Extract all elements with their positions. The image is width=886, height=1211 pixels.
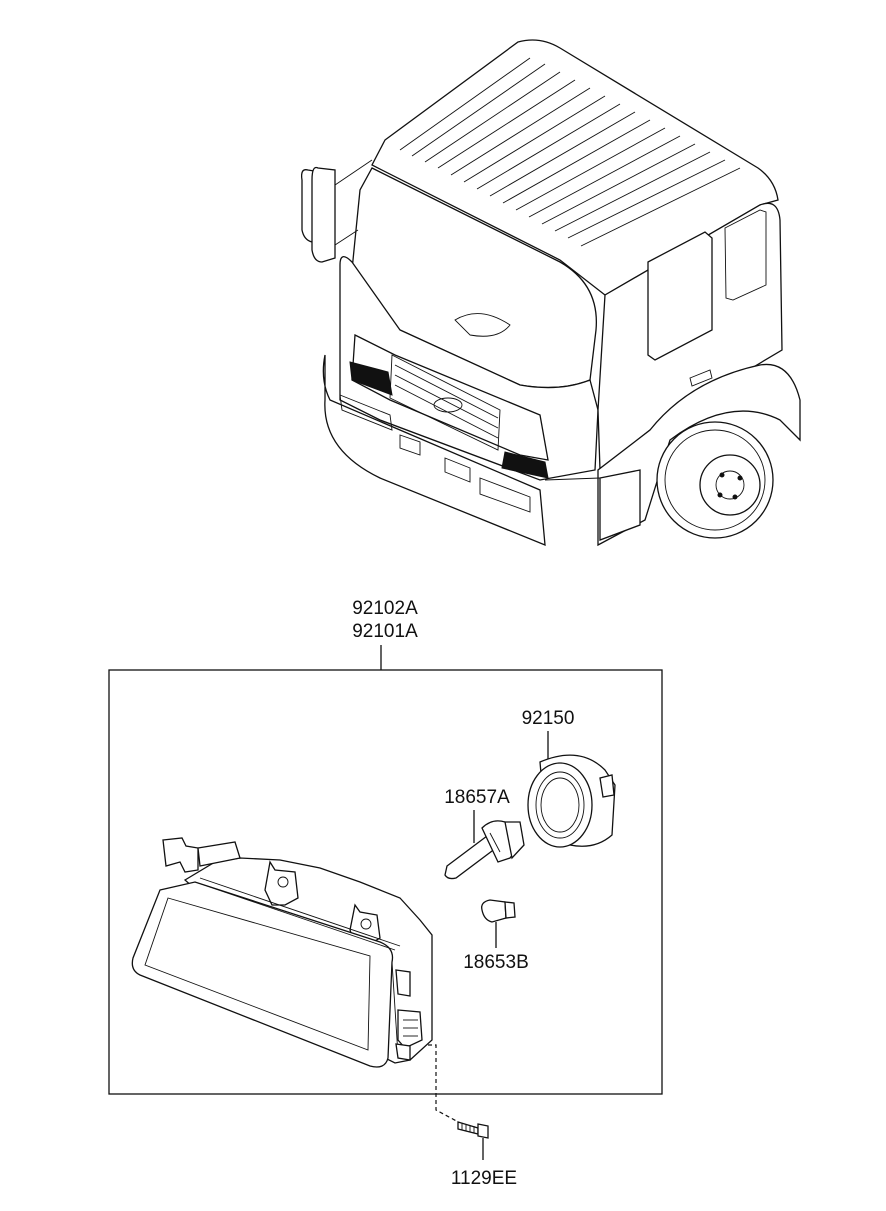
socket-label: 92150 xyxy=(522,708,575,729)
main-bulb-label: 18657A xyxy=(444,787,510,808)
truck-cab-illustration xyxy=(300,39,801,547)
main-bulb xyxy=(444,820,525,880)
screw-dashed-line xyxy=(428,1044,463,1125)
assembly-box xyxy=(108,669,663,1095)
small-bulb-label: 18653B xyxy=(463,952,529,973)
socket-ring xyxy=(527,754,616,848)
screw xyxy=(457,1121,489,1139)
assembly-right-label: 92102A xyxy=(352,598,418,619)
headlamp-assembly xyxy=(131,837,433,1068)
assembly-left-label: 92101A xyxy=(352,621,418,642)
screw-label: 1129EE xyxy=(451,1168,517,1189)
small-bulb xyxy=(481,899,516,923)
